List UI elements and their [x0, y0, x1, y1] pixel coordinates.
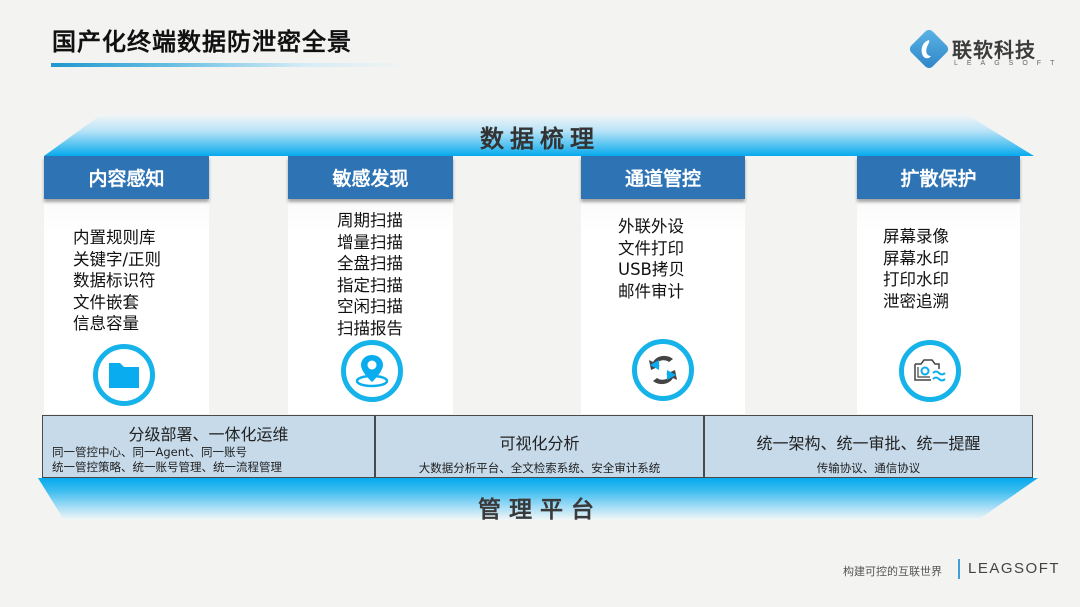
management-platform-banner: [38, 478, 1038, 520]
card-header: 敏感发现: [288, 156, 453, 199]
card-header: 内容感知: [44, 156, 209, 199]
card-content-awareness: 内容感知 内置规则库 关键字/正则 数据标识符 文件嵌套 信息容量: [44, 156, 209, 414]
card-item-list: 屏幕录像 屏幕水印 打印水印 泄密追溯: [857, 226, 1020, 312]
module-line: 统一管控策略、统一账号管理、统一流程管理: [52, 460, 282, 474]
list-item: 屏幕水印: [883, 248, 949, 268]
module-title: 分级部署、一体化运维: [128, 425, 289, 444]
module-title: 统一架构、统一审批、统一提醒: [756, 434, 981, 453]
list-item: 信息容量: [73, 314, 139, 333]
list-item: 外联外设: [618, 217, 684, 236]
module-deployment-ops: 分级部署、一体化运维 同一管控中心、同一Agent、同一账号 统一管控策略、统一…: [42, 415, 375, 478]
module-line: 传输协议、通信协议: [816, 461, 921, 475]
list-item: 增量扫描: [337, 232, 403, 252]
title-underline: [51, 63, 411, 67]
list-item: 屏幕录像: [883, 227, 949, 246]
card-channel-control: 通道管控 外联外设 文件打印 USB拷贝 邮件审计: [581, 156, 745, 414]
sync-arrows-icon: [632, 339, 694, 401]
footer-divider: [958, 559, 960, 579]
camera-watermark-icon: [899, 340, 961, 402]
data-sorting-banner-label: 数据梳理: [480, 125, 600, 153]
module-line: 大数据分析平台、全文检索系统、安全审计系统: [418, 461, 661, 475]
page-title: 国产化终端数据防泄密全景: [52, 28, 352, 56]
list-item: 文件打印: [618, 238, 684, 258]
list-item: 数据标识符: [73, 271, 156, 290]
list-item: 全盘扫描: [337, 254, 403, 273]
logo-name: 联软科技: [952, 38, 1036, 62]
logo-flame-icon: [921, 40, 931, 59]
module-unified-architecture: 统一架构、统一审批、统一提醒 传输协议、通信协议: [704, 415, 1033, 478]
data-sorting-banner: [44, 114, 1034, 156]
card-item-list: 内置规则库 关键字/正则 数据标识符 文件嵌套 信息容量: [44, 227, 209, 335]
list-item: 扫描报告: [337, 318, 403, 338]
card-diffusion-protection: 扩散保护 屏幕录像 屏幕水印 打印水印 泄密追溯: [857, 156, 1020, 414]
module-line: 同一管控中心、同一Agent、同一账号: [52, 445, 248, 459]
card-header: 扩散保护: [857, 156, 1020, 199]
list-item: 指定扫描: [337, 275, 403, 295]
location-pin-icon: [341, 340, 403, 402]
footer-brand: LEAGSOFT: [968, 560, 1061, 577]
list-item: 邮件审计: [618, 281, 684, 301]
card-item-list: 周期扫描 增量扫描 全盘扫描 指定扫描 空闲扫描 扫描报告: [288, 210, 453, 339]
card-item-list: 外联外设 文件打印 USB拷贝 邮件审计: [581, 216, 745, 302]
module-title: 可视化分析: [499, 434, 580, 453]
card-sensitive-discovery: 敏感发现 周期扫描 增量扫描 全盘扫描 指定扫描 空闲扫描 扫描报告: [288, 156, 453, 414]
card-header: 通道管控: [581, 156, 745, 199]
list-item: 内置规则库: [73, 228, 156, 247]
list-item: 关键字/正则: [73, 249, 162, 269]
list-item: 空闲扫描: [337, 297, 403, 316]
module-visual-analytics: 可视化分析 大数据分析平台、全文检索系统、安全审计系统: [375, 415, 704, 478]
list-item: 周期扫描: [337, 211, 403, 230]
list-item: USB拷贝: [618, 260, 685, 279]
logo-subtext: LEAGSOFT: [954, 60, 1064, 67]
footer-slogan: 构建可控的互联世界: [843, 565, 942, 578]
list-item: 文件嵌套: [73, 292, 139, 312]
company-logo: 联软科技 LEAGSOFT: [907, 27, 1058, 74]
folder-icon: [93, 344, 155, 406]
list-item: 打印水印: [883, 270, 949, 289]
management-platform-banner-label: 管理平台: [478, 497, 602, 523]
list-item: 泄密追溯: [883, 291, 949, 311]
